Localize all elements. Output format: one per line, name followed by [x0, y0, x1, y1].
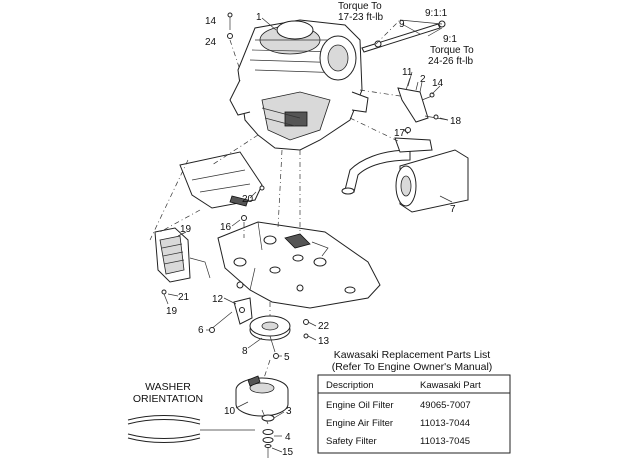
callout-16: 16	[220, 222, 232, 233]
bracket	[397, 77, 449, 123]
hardware	[161, 12, 411, 339]
engine-deck	[217, 221, 381, 309]
parts-list-subtitle: (Refer To Engine Owner's Manual)	[332, 361, 493, 373]
engine-shield	[179, 151, 263, 209]
torque-notes: Torque To 17-23 ft-lb 9:1:1 9:1 Torque T…	[338, 1, 474, 67]
parts-row-1-part: 11013-7044	[420, 418, 470, 429]
callout-8: 8	[242, 346, 248, 357]
callout-6: 6	[198, 325, 204, 336]
ratio-label-top: 9:1:1	[425, 8, 448, 19]
engine	[229, 19, 369, 151]
ratio-label: 9:1	[443, 34, 457, 45]
callout-4: 4	[285, 432, 291, 443]
parts-header-description: Description	[326, 380, 374, 391]
parts-row-0-description: Engine Oil Filter	[326, 400, 394, 411]
callout-1: 1	[256, 12, 262, 23]
parts-row-1-description: Engine Air Filter	[326, 418, 393, 429]
callout-20: 20	[242, 194, 254, 205]
parts-row-2-part: 11013-7045	[420, 436, 470, 447]
pulley	[249, 315, 291, 359]
callout-12: 12	[212, 294, 224, 305]
parts-list: Kawasaki Replacement Parts List (Refer T…	[317, 349, 511, 454]
leader-lines	[167, 17, 453, 453]
callout-10: 10	[224, 406, 236, 417]
torque-note-2-line2: 24-26 ft-lb	[428, 56, 473, 67]
parts-list-title: Kawasaki Replacement Parts List	[334, 349, 490, 361]
callout-9: 9	[399, 19, 405, 30]
parts-table-frame	[317, 374, 511, 454]
callout-7: 7	[450, 204, 456, 215]
washer-orientation-figure	[127, 415, 255, 443]
callout-22: 22	[318, 321, 330, 332]
parts-row-2-description: Safety Filter	[326, 436, 377, 447]
callouts: 14 24 1 9 11 2 14 18 17 7 20 16 19 21 19…	[166, 12, 462, 458]
callout-2: 2	[420, 74, 426, 85]
torque-note-1-line1: Torque To	[338, 1, 382, 12]
assembly-lines	[149, 19, 401, 379]
ignition-module	[154, 227, 211, 283]
throttle-shaft	[361, 19, 446, 53]
callout-24: 24	[205, 37, 217, 48]
callout-3: 3	[286, 406, 292, 417]
washer-orientation-caption: WASHER ORIENTATION	[133, 381, 203, 405]
callout-14-top: 14	[205, 16, 217, 27]
muffler	[341, 137, 469, 213]
callout-21: 21	[178, 292, 190, 303]
electric-clutch	[235, 375, 289, 425]
callout-18: 18	[450, 116, 462, 127]
callout-19-top: 19	[180, 224, 192, 235]
torque-note-1-line2: 17-23 ft-lb	[338, 12, 383, 23]
callout-13: 13	[318, 336, 330, 347]
callout-14-right: 14	[432, 78, 444, 89]
parts-row-0-part: 49065-7007	[420, 400, 471, 411]
callout-5: 5	[284, 352, 290, 363]
callout-11: 11	[402, 67, 413, 78]
washer-caption-line2: ORIENTATION	[133, 393, 203, 405]
idler-bracket	[209, 297, 253, 331]
washer-caption-line1: WASHER	[145, 381, 191, 393]
callout-15: 15	[282, 447, 294, 458]
torque-note-2-line1: Torque To	[430, 45, 474, 56]
callout-17: 17	[394, 128, 406, 139]
washer-stack	[261, 414, 275, 458]
parts-header-part: Kawasaki Part	[420, 380, 481, 391]
callout-19-bottom: 19	[166, 306, 178, 317]
